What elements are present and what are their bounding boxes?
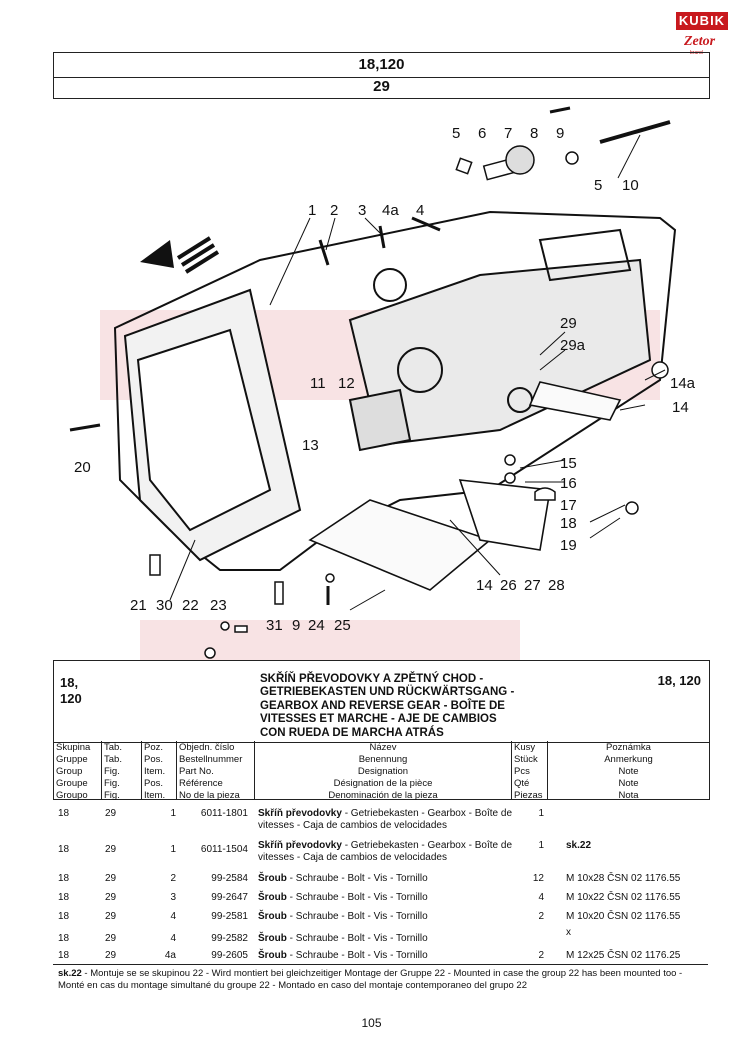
title-line: VITESSES ET MARCHE - AJE DE CAMBIOS (260, 713, 497, 726)
callout: 9 (556, 125, 564, 142)
footnote-text: - Montuje se se skupinou 22 - Wird monti… (58, 968, 683, 991)
callout: 23 (210, 597, 227, 614)
page-number: 105 (361, 1016, 382, 1030)
callout: 29a (560, 337, 586, 354)
gearbox-housing (113, 210, 677, 571)
direction-arrow-icon (140, 236, 220, 274)
brand-name: KUBIK (676, 12, 728, 30)
col-poz: Poz.Pos.Item.Pos.Item. (142, 741, 177, 801)
footnote-divider (53, 964, 708, 965)
callout: 12 (338, 375, 355, 392)
callout: 6 (478, 125, 486, 142)
callout: 21 (130, 597, 147, 614)
exploded-diagram: 5 6 7 8 9 5 10 1 2 3 4a 4 29 29a 14a 14 … (69, 106, 696, 660)
footnote-key: sk.22 (58, 968, 82, 979)
bottom-plate (308, 381, 622, 591)
callout: 25 (334, 617, 351, 634)
title-line: CON RUEDA DE MARCHA ATRÁS (260, 726, 444, 739)
group-code-right: 18, 120 (657, 673, 701, 688)
callout: 2 (330, 202, 338, 219)
group-code: 18, 120 (60, 675, 100, 707)
callout: 19 (560, 537, 577, 554)
callout: 16 (560, 475, 577, 492)
leader-lines (169, 134, 666, 611)
title-line: SKŘÍŇ PŘEVODOVKY A ZPĚTNÝ CHOD - (260, 673, 484, 685)
callout: 7 (504, 125, 512, 142)
callout: 11 (310, 375, 326, 392)
callout: 5 (452, 125, 460, 142)
callout: 29 (560, 315, 577, 332)
callout: 3 (358, 202, 366, 219)
callout: 24 (308, 617, 325, 634)
small-parts (69, 106, 671, 659)
callout: 8 (530, 125, 538, 142)
callout: 27 (524, 577, 541, 594)
callout: 17 (560, 497, 577, 514)
callout: 14a (670, 375, 696, 392)
callout: 14 (476, 577, 493, 594)
callout: 4a (382, 202, 399, 219)
callout: 9 (292, 617, 300, 634)
callout: 1 (308, 202, 316, 219)
section-title: SKŘÍŇ PŘEVODOVKY A ZPĚTNÝ CHOD - GETRIEB… (260, 673, 590, 740)
group-code-line: 120 (60, 691, 82, 706)
brand-tag: brand (690, 50, 703, 56)
brand-logo: KUBIK Zetor brand (676, 12, 728, 58)
group-header: 18,120 (53, 52, 710, 78)
table-header: 29 (53, 76, 710, 99)
callout: 30 (156, 597, 173, 614)
brand-sub: Zetor (684, 34, 716, 49)
callout: 15 (560, 455, 577, 472)
footnote: sk.22 - Montuje se se skupinou 22 - Wird… (58, 968, 698, 992)
callout: 20 (74, 459, 91, 476)
callout: 28 (548, 577, 565, 594)
description-box: 18, 120 SKŘÍŇ PŘEVODOVKY A ZPĚTNÝ CHOD -… (53, 660, 710, 743)
title-line: GETRIEBEKASTEN UND RÜCKWÄRTSGANG - (260, 686, 515, 699)
title-line: GEARBOX AND REVERSE GEAR - BOÎTE DE (260, 699, 505, 712)
callout: 26 (500, 577, 517, 594)
callout: 31 (266, 617, 283, 634)
callout: 10 (622, 177, 639, 194)
callout-labels: 5 6 7 8 9 5 10 1 2 3 4a 4 29 29a 14a 14 … (74, 125, 696, 634)
callout: 22 (182, 597, 199, 614)
col-tab: Tab.Tab.Fig.Fig.Fig. (102, 741, 142, 801)
callout: 18 (560, 515, 577, 532)
callout: 13 (302, 437, 319, 454)
callout: 5 (594, 177, 602, 194)
callout: 4 (416, 202, 424, 219)
callout: 14 (672, 399, 689, 416)
group-code-line: 18, (60, 675, 79, 690)
